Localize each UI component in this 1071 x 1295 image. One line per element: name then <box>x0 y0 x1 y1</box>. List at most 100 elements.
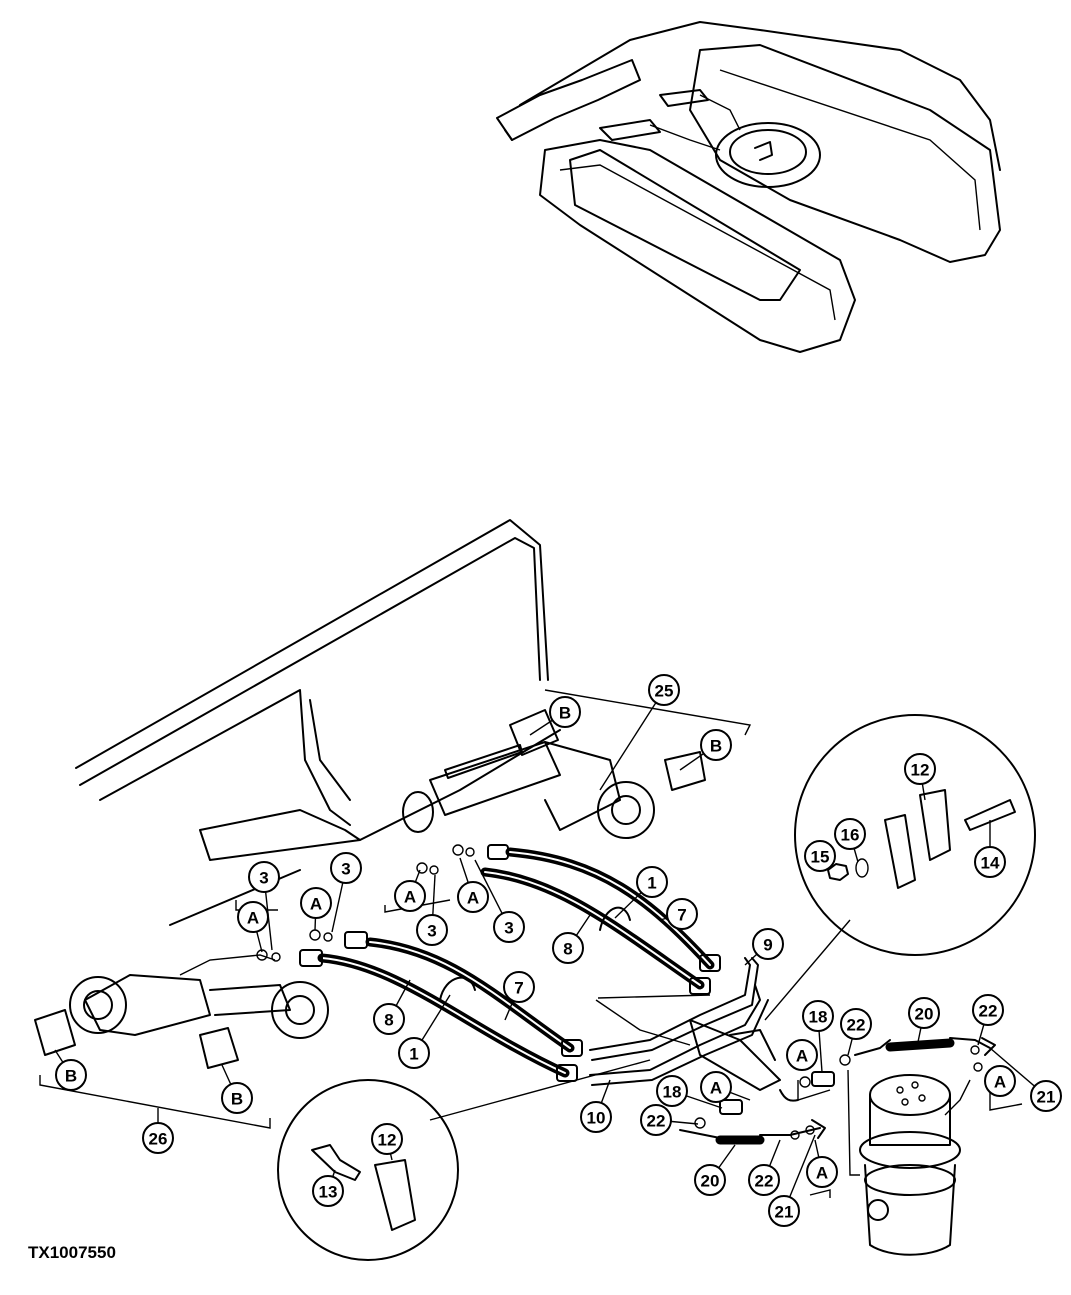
callout-A: A <box>984 1065 1016 1097</box>
callout-label: 7 <box>677 906 686 925</box>
callout-circle <box>786 1039 818 1071</box>
callout-label: 26 <box>149 1130 168 1149</box>
callout-B: B <box>549 696 581 728</box>
callout-22: 22 <box>748 1164 780 1196</box>
callout-circle <box>752 928 784 960</box>
callout-circle <box>580 1101 612 1133</box>
callout-1: 1 <box>398 1037 430 1069</box>
callout-label: 21 <box>775 1203 794 1222</box>
callout-label: A <box>816 1164 828 1183</box>
callout-label: 12 <box>911 761 930 780</box>
callout-circle <box>694 1164 726 1196</box>
callout-label: 8 <box>384 1011 393 1030</box>
callout-label: 3 <box>504 919 513 938</box>
callout-B: B <box>700 729 732 761</box>
callout-circle <box>768 1195 800 1227</box>
callout-label: A <box>796 1047 808 1066</box>
callout-circle <box>142 1122 174 1154</box>
callout-label: 18 <box>809 1008 828 1027</box>
callout-22: 22 <box>840 1008 872 1040</box>
detail-circle-clamp-lower <box>277 1059 651 1261</box>
callout-21: 21 <box>1030 1080 1062 1112</box>
callout-8: 8 <box>552 932 584 964</box>
callout-circle <box>248 861 280 893</box>
blade-assembly <box>75 519 561 926</box>
callout-circle <box>648 674 680 706</box>
callout-20: 20 <box>908 997 940 1029</box>
callout-circle <box>802 1000 834 1032</box>
callout-label: 8 <box>563 940 572 959</box>
callout-label: 21 <box>1037 1088 1056 1107</box>
callout-label: B <box>231 1090 243 1109</box>
callout-label: A <box>710 1079 722 1098</box>
callout-label: 14 <box>981 854 1000 873</box>
callout-label: B <box>65 1067 77 1086</box>
callout-7: 7 <box>666 898 698 930</box>
callout-label: 12 <box>378 1131 397 1150</box>
callout-label: 3 <box>427 922 436 941</box>
callout-A: A <box>700 1071 732 1103</box>
callout-circle <box>700 1071 732 1103</box>
callout-22: 22 <box>972 994 1004 1026</box>
undercarriage-overview <box>496 21 1001 353</box>
callout-circle <box>503 971 535 1003</box>
callout-label: B <box>710 737 722 756</box>
hose-20-upper <box>854 1037 996 1056</box>
callout-circle <box>398 1037 430 1069</box>
callout-circle <box>55 1059 87 1091</box>
callout-circle <box>300 887 332 919</box>
callout-circle <box>416 914 448 946</box>
callout-circle <box>806 1156 838 1188</box>
callout-3: 3 <box>330 852 362 884</box>
callout-circle <box>549 696 581 728</box>
callout-7: 7 <box>503 971 535 1003</box>
callout-label: A <box>994 1073 1006 1092</box>
callout-circle <box>666 898 698 930</box>
callout-8: 8 <box>373 1003 405 1035</box>
callout-circle <box>656 1075 688 1107</box>
callout-label: 20 <box>701 1172 720 1191</box>
callout-circle <box>640 1104 672 1136</box>
callout-12: 12 <box>904 753 936 785</box>
callout-label: 9 <box>763 936 772 955</box>
callout-12: 12 <box>371 1123 403 1155</box>
callout-label: 22 <box>979 1002 998 1021</box>
callout-circle <box>371 1123 403 1155</box>
callout-A: A <box>806 1156 838 1188</box>
callout-label: A <box>310 895 322 914</box>
callout-circle <box>840 1008 872 1040</box>
callout-label: A <box>467 889 479 908</box>
fittings <box>256 844 721 1082</box>
callout-label: 13 <box>319 1183 338 1202</box>
callout-label: B <box>559 704 571 723</box>
callout-25: 25 <box>648 674 680 706</box>
callout-circle <box>394 880 426 912</box>
detail-circle-clamp-upper <box>764 714 1036 1021</box>
brackets <box>39 689 1023 1198</box>
callout-circle <box>700 729 732 761</box>
callout-10: 10 <box>580 1101 612 1133</box>
callout-circle <box>221 1082 253 1114</box>
callout-circle <box>493 911 525 943</box>
callout-label: 15 <box>811 848 830 867</box>
callout-13: 13 <box>312 1175 344 1207</box>
callout-16: 16 <box>834 818 866 850</box>
hoses <box>317 847 715 1078</box>
callout-circle <box>974 846 1006 878</box>
callout-circle <box>972 994 1004 1026</box>
callout-circle <box>552 932 584 964</box>
blade-cylinder-lower <box>34 954 329 1069</box>
callout-A: A <box>394 880 426 912</box>
callout-3: 3 <box>416 914 448 946</box>
callout-circle <box>1030 1080 1062 1112</box>
callout-26: 26 <box>142 1122 174 1154</box>
callout-label: 3 <box>341 860 350 879</box>
callout-15: 15 <box>804 840 836 872</box>
callout-A: A <box>300 887 332 919</box>
callout-label: 1 <box>409 1045 418 1064</box>
callout-circle <box>748 1164 780 1196</box>
callout-A: A <box>237 901 269 933</box>
callout-circle <box>312 1175 344 1207</box>
hose-20-lower <box>679 1119 826 1145</box>
